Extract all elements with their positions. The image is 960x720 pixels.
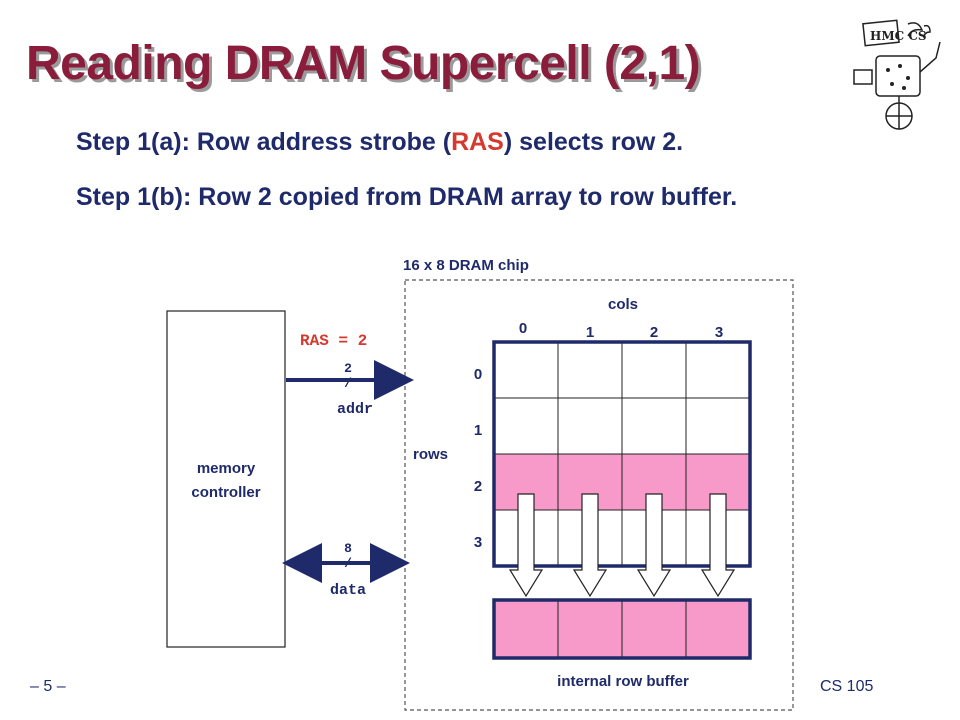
row-buffer-border <box>492 598 752 660</box>
col-number-2: 2 <box>650 324 658 341</box>
cell-r1-c2 <box>621 397 687 455</box>
page-number: – 5 – <box>30 678 66 695</box>
ras-highlight: RAS <box>451 128 504 156</box>
cell-r0-c0 <box>493 341 559 399</box>
addr-width-label: 2 <box>344 361 352 376</box>
buffer-cell-0 <box>493 599 559 659</box>
row-buffer <box>492 598 752 660</box>
cell-r0-c2 <box>621 341 687 399</box>
col-number-3: 3 <box>715 324 723 341</box>
course-label: CS 105 <box>820 678 874 695</box>
hmc-cs-logo-icon: HMC CS <box>853 19 941 130</box>
cell-r1-c3 <box>685 397 751 455</box>
dram-array-grid: 0 1 2 3 0 1 2 3 <box>474 320 752 568</box>
copy-arrow-col-2 <box>636 493 672 598</box>
step-1b-text: Step 1(b): Row 2 copied from DRAM array … <box>76 183 738 211</box>
col-number-1: 1 <box>586 324 594 341</box>
data-label: data <box>330 582 366 599</box>
chip-label: 16 x 8 DRAM chip <box>403 257 529 274</box>
dram-chip-boundary <box>404 279 794 711</box>
buffer-cell-2 <box>621 599 687 659</box>
buffer-cell-1 <box>557 599 623 659</box>
row-buffer-label: internal row buffer <box>557 673 689 690</box>
cell-r1-c1 <box>557 397 623 455</box>
step-1a-prefix: Step 1(a): Row address strobe ( <box>76 128 452 156</box>
row-number-1: 1 <box>474 422 482 439</box>
copy-arrow-col-0 <box>508 493 544 598</box>
controller-label-line1: memory <box>197 460 256 477</box>
memory-controller-box <box>166 310 286 648</box>
ras-value-label: RAS = 2 <box>300 332 367 350</box>
row-number-0: 0 <box>474 366 482 383</box>
col-number-0: 0 <box>519 320 527 337</box>
copy-arrow-col-3 <box>700 493 736 598</box>
addr-width-slash: / <box>344 376 352 391</box>
row-number-2: 2 <box>474 478 482 495</box>
data-width-label: 8 <box>344 541 352 556</box>
cell-r0-c3 <box>685 341 751 399</box>
cols-label: cols <box>608 296 638 313</box>
logo-text: HMC CS <box>870 29 927 43</box>
dram-array-border <box>492 340 752 568</box>
copy-arrow-col-1 <box>572 493 608 598</box>
buffer-cell-3 <box>685 599 751 659</box>
rows-label: rows <box>413 446 448 463</box>
copy-arrows <box>508 493 736 598</box>
step-1a-text: Step 1(a): Row address strobe (RAS) sele… <box>76 128 683 157</box>
cell-r0-c1 <box>557 341 623 399</box>
cell-r1-c0 <box>493 397 559 455</box>
controller-label-line2: controller <box>191 484 260 501</box>
slide-title: Reading DRAM Supercell (2,1) <box>26 37 701 90</box>
addr-label: addr <box>337 401 373 418</box>
row-number-3: 3 <box>474 534 482 551</box>
step-1a-suffix: ) selects row 2. <box>503 128 684 156</box>
